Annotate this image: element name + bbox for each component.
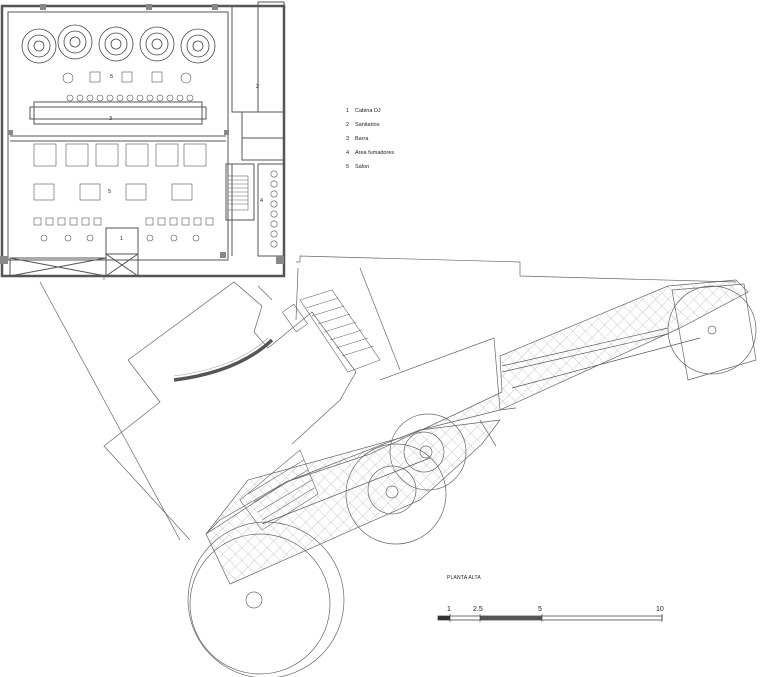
lounge-tables bbox=[62, 71, 192, 84]
room-label-4: 4 bbox=[260, 198, 264, 204]
legend-number: 5 bbox=[346, 164, 350, 170]
legend-label: Barra bbox=[355, 136, 369, 142]
legend-number: 1 bbox=[346, 108, 350, 114]
scale-bar bbox=[437, 614, 663, 622]
legend-item: 1 Cabina DJ bbox=[346, 104, 394, 118]
round-booths bbox=[21, 24, 216, 64]
core-stair bbox=[227, 175, 249, 211]
smoking-area-seats bbox=[270, 170, 278, 248]
room-label-5-lower: 5 bbox=[108, 189, 112, 195]
legend-label: Area fumadores bbox=[355, 150, 395, 156]
room-label-2: 2 bbox=[256, 84, 260, 90]
scale-tick-label: 5 bbox=[538, 606, 542, 613]
bar-stools bbox=[66, 94, 194, 102]
structural-columns bbox=[0, 4, 284, 264]
legend-number: 4 bbox=[346, 150, 350, 156]
building-outline bbox=[0, 1, 286, 278]
scale-tick-label: 1 bbox=[447, 606, 451, 613]
legend-item: 2 Sanitarios bbox=[346, 118, 394, 132]
scale-tick-label: 10 bbox=[656, 606, 664, 613]
room-label-1: 1 bbox=[120, 236, 124, 242]
plan-title: PLANTA ALTA bbox=[447, 575, 481, 581]
legend-item: 3 Barra bbox=[346, 132, 394, 146]
tree-canopies bbox=[187, 283, 757, 677]
banquettes bbox=[33, 143, 207, 167]
room-label-5-upper: 5 bbox=[110, 74, 114, 80]
room-label-3: 3 bbox=[109, 116, 113, 122]
dining-tables bbox=[33, 183, 193, 201]
legend-label: Salon bbox=[355, 164, 370, 170]
legend: 1 Cabina DJ 2 Sanitarios 3 Barra 4 Area fuma… bbox=[346, 104, 394, 174]
legend-label: Sanitarios bbox=[355, 122, 380, 128]
legend-number: 2 bbox=[346, 122, 350, 128]
curved-wall bbox=[173, 338, 274, 382]
scale-tick-label: 2.5 bbox=[473, 606, 483, 613]
site-lines bbox=[39, 255, 737, 541]
legend-label: Cabina DJ bbox=[355, 108, 381, 114]
legend-item: 5 Salon bbox=[346, 160, 394, 174]
lower-seats bbox=[33, 217, 214, 242]
legend-number: 3 bbox=[346, 136, 350, 142]
legend-item: 4 Area fumadores bbox=[346, 146, 394, 160]
